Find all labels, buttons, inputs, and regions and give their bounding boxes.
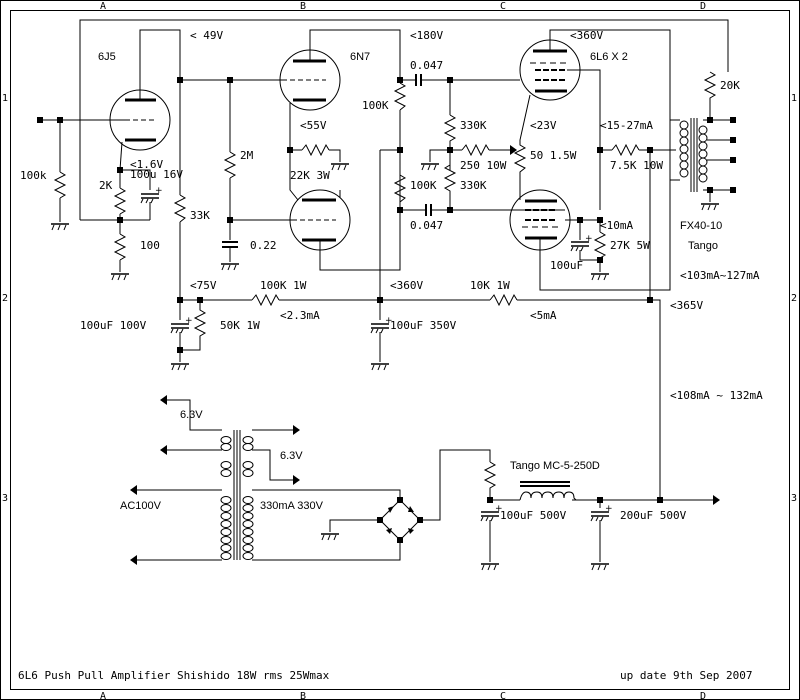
r-10k1w-label: 10K 1W [470, 279, 510, 292]
r-100k1w-label: 100K 1W [260, 279, 307, 292]
c-022-label: 0.22 [250, 239, 277, 252]
title-block: 6L6 Push Pull Amplifier Shishido 18W rms… [18, 669, 752, 682]
pot-50-label: 50 1.5W [530, 149, 577, 162]
i-total-plate: <103mA~127mA [680, 269, 760, 282]
tube-6n7-label: 6N7 [350, 51, 370, 63]
i-rail-5: <5mA [530, 309, 557, 322]
v-plate-6j5: < 49V [190, 29, 223, 42]
heater-b-label: 6.3V [280, 450, 303, 462]
v-cathode-6n7: <55V [300, 119, 327, 132]
stage-6j5: 6J5 100k <1.6V 100u 16V 2K 100 33K < 49V [20, 19, 729, 300]
r-27k-label: 27K 5W [610, 239, 650, 252]
power-supply: 6.3V 6.3V AC100V 330mA 330V [120, 395, 720, 571]
r-100k-b-label: 100K [410, 179, 437, 192]
r-2m-label: 2M [240, 149, 254, 162]
r-2k-label: 2K [99, 179, 113, 192]
output-transformer: 20K FX40-10 Tango <103mA~127mA [669, 71, 760, 290]
r-100k-a-label: 100K [362, 99, 389, 112]
row-label-2: 2 [2, 293, 8, 304]
r-50k1w-label: 50K 1W [220, 319, 260, 332]
v-cathode-6l6: <23V [530, 119, 557, 132]
row-label-1-right: 1 [791, 93, 797, 104]
v-plate-6l6: <360V [570, 29, 603, 42]
otx-brand: Tango [688, 240, 718, 252]
col-label-b-bottom: B [300, 691, 306, 700]
choke-label: Tango MC-5-250D [510, 460, 600, 472]
i-rail-2-3: <2.3mA [280, 309, 320, 322]
row-label-2-right: 2 [791, 293, 797, 304]
v-rail-365: <365V [670, 299, 703, 312]
col-label-a: A [100, 1, 106, 12]
v-plate-6n7: <180V [410, 29, 443, 42]
col-label-c: C [500, 1, 506, 12]
i-total: <108mA ~ 132mA [670, 389, 763, 402]
i-cathode: <10mA [600, 219, 633, 232]
stage-6l6: <360V 6L6 X 2 <23V 50 1.5W <15-27mA 7.5K… [509, 29, 676, 300]
r-33k-label: 33K [190, 209, 210, 222]
r-330k-b-label: 330K [460, 179, 487, 192]
ac-input-label: AC100V [120, 500, 162, 512]
c-047b-label: 0.047 [410, 219, 443, 232]
c-200uf500v-label: 200uF 500V [620, 509, 687, 522]
r-330k-a-label: 330K [460, 119, 487, 132]
row-label-3: 3 [2, 493, 8, 504]
c-bypass-label: 100u 16V [130, 168, 183, 181]
stage-6n7: 6N7 <180V <55V 22K 3W 100K 100K [279, 29, 520, 300]
drawing-title: 6L6 Push Pull Amplifier Shishido 18W rms… [18, 669, 330, 682]
v-rail-75: <75V [190, 279, 217, 292]
col-label-c-bottom: C [500, 691, 506, 700]
heater-a-label: 6.3V [180, 409, 203, 421]
c-047a-label: 0.047 [410, 59, 443, 72]
r-20k-label: 20K [720, 79, 740, 92]
c-100uf500v-label: 100uF 500V [500, 509, 567, 522]
col-label-b: B [300, 1, 306, 12]
update-date: up date 9th Sep 2007 [620, 669, 752, 682]
c-100uf100v-label: 100uF 100V [80, 319, 147, 332]
tube-6l6-label: 6L6 X 2 [590, 51, 628, 63]
r-input-label: 100k [20, 169, 47, 182]
col-label-a-bottom: A [100, 691, 106, 700]
secondary-label: 330mA 330V [260, 500, 324, 512]
r-7-5k-label: 7.5K 10W [610, 159, 663, 172]
i-screen: <15-27mA [600, 119, 653, 132]
col-label-d: D [700, 1, 706, 12]
v-rail-360: <360V [390, 279, 423, 292]
tube-6j5-label: 6J5 [98, 51, 116, 63]
b-plus-rail: <75V 100K 1W <2.3mA <360V 10K 1W <5mA <3… [80, 279, 763, 500]
v-cathode-6j5: <1.6V [130, 158, 163, 171]
r-100-label: 100 [140, 239, 160, 252]
c-100uf-label: 100uF [550, 259, 583, 272]
row-label-3-right: 3 [791, 493, 797, 504]
r-22k-label: 22K 3W [290, 169, 330, 182]
c-100uf350v-label: 100uF 350V [390, 319, 457, 332]
row-label-1: 1 [2, 93, 8, 104]
col-label-d-bottom: D [700, 691, 706, 700]
otx-model: FX40-10 [680, 220, 722, 232]
r-250-label: 250 10W [460, 159, 507, 172]
